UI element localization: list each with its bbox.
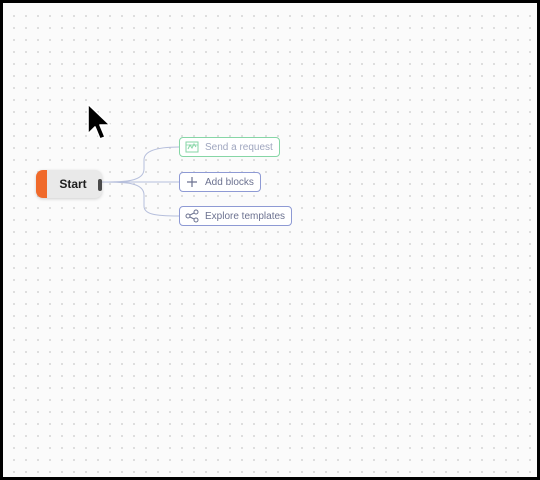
- add-blocks-button[interactable]: Add blocks: [179, 172, 261, 192]
- mouse-pointer-icon: [87, 103, 111, 140]
- request-icon: [185, 141, 199, 153]
- explore-templates-button[interactable]: Explore templates: [179, 206, 293, 226]
- send-request-button[interactable]: Send a request: [179, 137, 280, 157]
- add-blocks-label: Add blocks: [205, 176, 254, 188]
- start-node-accent: [36, 170, 47, 198]
- connector-explore-templates: [98, 181, 180, 217]
- start-node-output-handle[interactable]: [98, 179, 102, 191]
- connector-lines: [98, 146, 180, 217]
- start-node-label: Start: [59, 177, 87, 191]
- flow-canvas[interactable]: Start Send a request Add blocks: [6, 6, 537, 477]
- explore-templates-label: Explore templates: [205, 210, 286, 222]
- plus-icon: [187, 177, 197, 187]
- connector-send-request: [98, 146, 180, 183]
- share-nodes-icon: [185, 209, 199, 223]
- send-request-label: Send a request: [205, 141, 273, 153]
- start-node[interactable]: Start: [36, 170, 102, 198]
